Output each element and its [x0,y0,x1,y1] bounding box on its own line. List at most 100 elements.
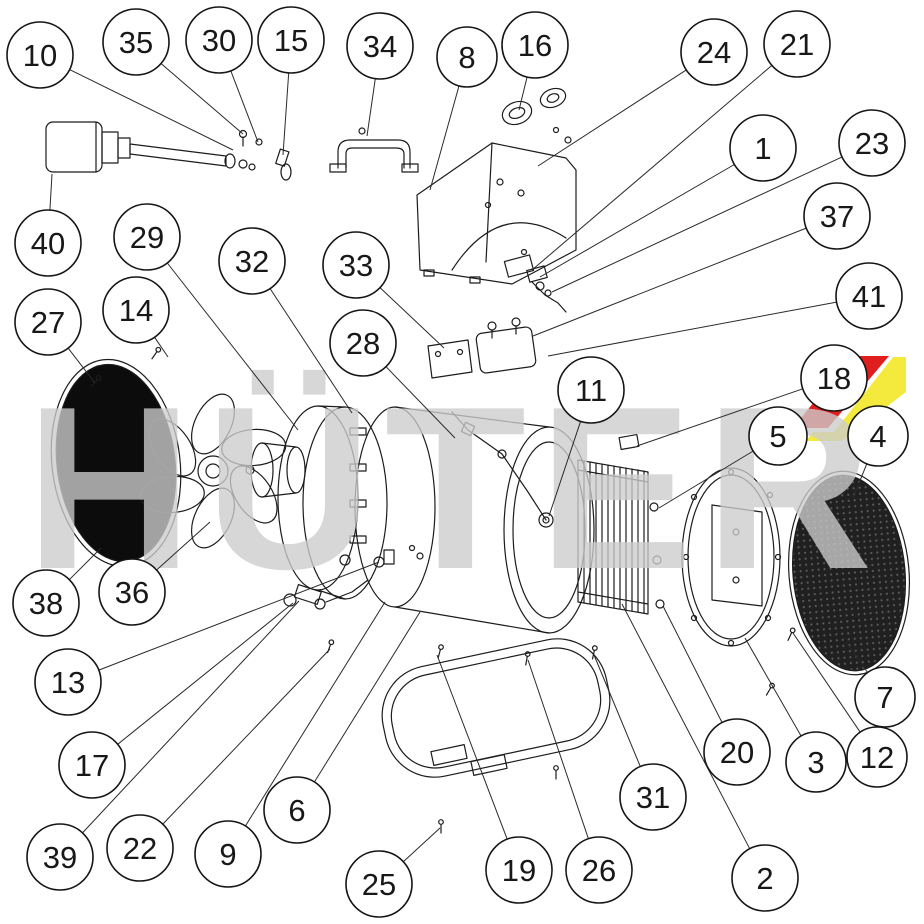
callout-balloon-3 [785,731,847,793]
leader-line-16 [518,76,528,111]
callout-number-9: 9 [219,837,236,872]
callout-number-15: 15 [274,23,308,58]
heater-element-grid [577,433,665,615]
fuel-line [451,411,554,528]
callout-number-12: 12 [860,740,894,775]
callout-number-35: 35 [119,25,153,60]
callout-balloon-26 [565,836,633,904]
callout-balloon-39 [26,823,94,891]
leader-line-2 [621,603,751,849]
callout-balloon-13 [34,648,102,716]
callout-number-30: 30 [202,23,236,58]
callout-number-6: 6 [288,793,305,828]
callout-balloon-28 [329,309,397,377]
callout-balloon-7 [854,666,916,728]
callout-number-21: 21 [780,27,814,62]
leader-line-29 [166,262,299,431]
callout-balloon-15 [257,6,325,74]
callout-number-29: 29 [130,220,164,255]
callout-balloon-8 [436,26,498,88]
callout-balloon-21 [763,10,831,78]
leader-line-3 [744,637,802,737]
callout-balloon-27 [14,288,82,356]
ignition-transformer [475,317,537,374]
leader-line-5 [658,450,754,509]
mounting-plate [427,339,473,379]
callout-balloon-5 [748,406,808,466]
callout-balloon-14 [102,276,170,344]
callout-number-38: 38 [29,586,63,621]
leader-line-10 [69,69,234,151]
leader-line-23 [551,156,843,293]
leader-line-15 [282,72,290,156]
callout-balloon-19 [485,836,553,904]
callout-number-25: 25 [362,867,396,902]
power-switch-assembly [503,248,567,313]
leader-line-1 [539,164,735,278]
callout-number-18: 18 [817,361,851,396]
callout-balloon-17 [58,731,126,799]
callout-number-14: 14 [119,293,153,328]
fuel-nozzle-assembly [45,121,292,181]
leader-line-33 [379,287,445,349]
callout-number-31: 31 [636,780,670,815]
callout-balloon-2 [731,844,799,912]
leader-line-20 [662,605,723,723]
callout-number-5: 5 [769,419,786,454]
leader-line-13 [98,561,380,671]
mount-bracket [329,127,419,173]
leader-line-12 [792,632,861,733]
callout-balloon-34 [346,12,414,80]
callout-number-11: 11 [575,373,607,408]
leader-line-17 [117,602,294,745]
leader-line-31 [593,654,641,767]
leader-line-39 [82,600,300,834]
leader-line-28 [385,366,456,439]
callout-number-22: 22 [123,831,157,866]
callout-number-26: 26 [582,853,616,888]
control-knob [501,87,567,126]
leader-line-27 [67,347,96,384]
callout-number-28: 28 [346,326,380,361]
callout-balloon-29 [113,203,181,271]
callout-number-33: 33 [339,248,373,283]
leader-line-22 [162,648,331,825]
callout-number-37: 37 [820,199,854,234]
callout-balloon-40 [14,209,82,277]
callout-number-24: 24 [697,35,731,70]
callout-balloon-6 [263,776,331,844]
callout-number-41: 41 [852,279,886,314]
callout-balloon-35 [102,8,170,76]
callout-number-10: 10 [23,38,57,73]
leader-line-38 [68,547,102,581]
leader-line-18 [636,388,803,447]
callout-number-27: 27 [31,305,65,340]
leader-line-21 [531,65,773,271]
callout-balloon-18 [800,344,868,412]
combustion-chamber [354,406,595,634]
leader-line-36 [156,521,211,571]
callout-number-34: 34 [363,29,397,64]
leader-line-19 [436,654,508,840]
callout-balloon-31 [619,763,687,831]
leader-line-37 [532,227,807,337]
callout-balloon-32 [218,227,286,295]
callout-number-7: 7 [876,680,893,715]
callout-number-16: 16 [518,28,552,63]
callout-number-23: 23 [855,126,889,161]
callout-balloon-23 [838,109,906,177]
callout-balloon-38 [12,569,80,637]
leader-line-8 [429,85,460,191]
brand-watermark: HÜTER [25,352,906,618]
callout-number-13: 13 [51,665,85,700]
callout-number-40: 40 [31,226,65,261]
callout-number-39: 39 [43,840,77,875]
callout-balloon-20 [703,718,771,786]
callout-number-2: 2 [756,861,773,896]
leader-line-11 [548,421,582,517]
callout-balloon-25 [345,850,413,918]
exploded-view-drawing [45,87,911,834]
callout-balloon-24 [680,18,748,86]
rear-ring-frame [681,467,782,647]
